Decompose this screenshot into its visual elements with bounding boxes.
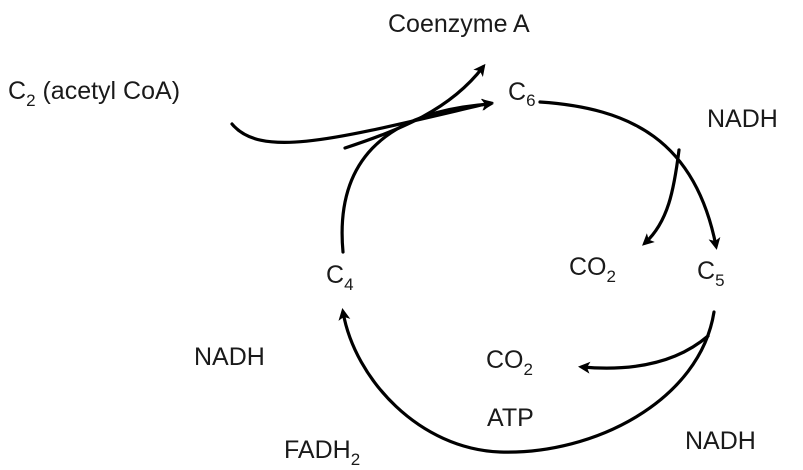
co2-label-2: CO2 [486,346,533,379]
c6-to-c5-arrow [538,100,721,250]
c4-to-c6-arrow [340,98,494,254]
c5-to-c4-arrow [338,308,716,454]
co2-label-1: CO2 [569,253,616,286]
nadh-label-1: NADH [707,105,778,133]
nadh-label-3: NADH [685,427,756,455]
c4-label: C4 [326,261,354,294]
c6-label: C6 [508,78,536,110]
acetyl-coa-to-c6-arrow [230,98,494,145]
co2-release-1-arrow [642,148,681,246]
coenzyme-a-label: Coenzyme A [388,10,530,38]
acetyl-coa-label: C2 (acetyl CoA) [8,77,180,110]
co2-release-2-arrow [578,334,710,374]
c5-label: C5 [697,257,725,290]
atp-label: ATP [487,404,534,432]
fadh2-label: FADH2 [284,436,360,469]
nadh-label-2: NADH [194,343,265,371]
